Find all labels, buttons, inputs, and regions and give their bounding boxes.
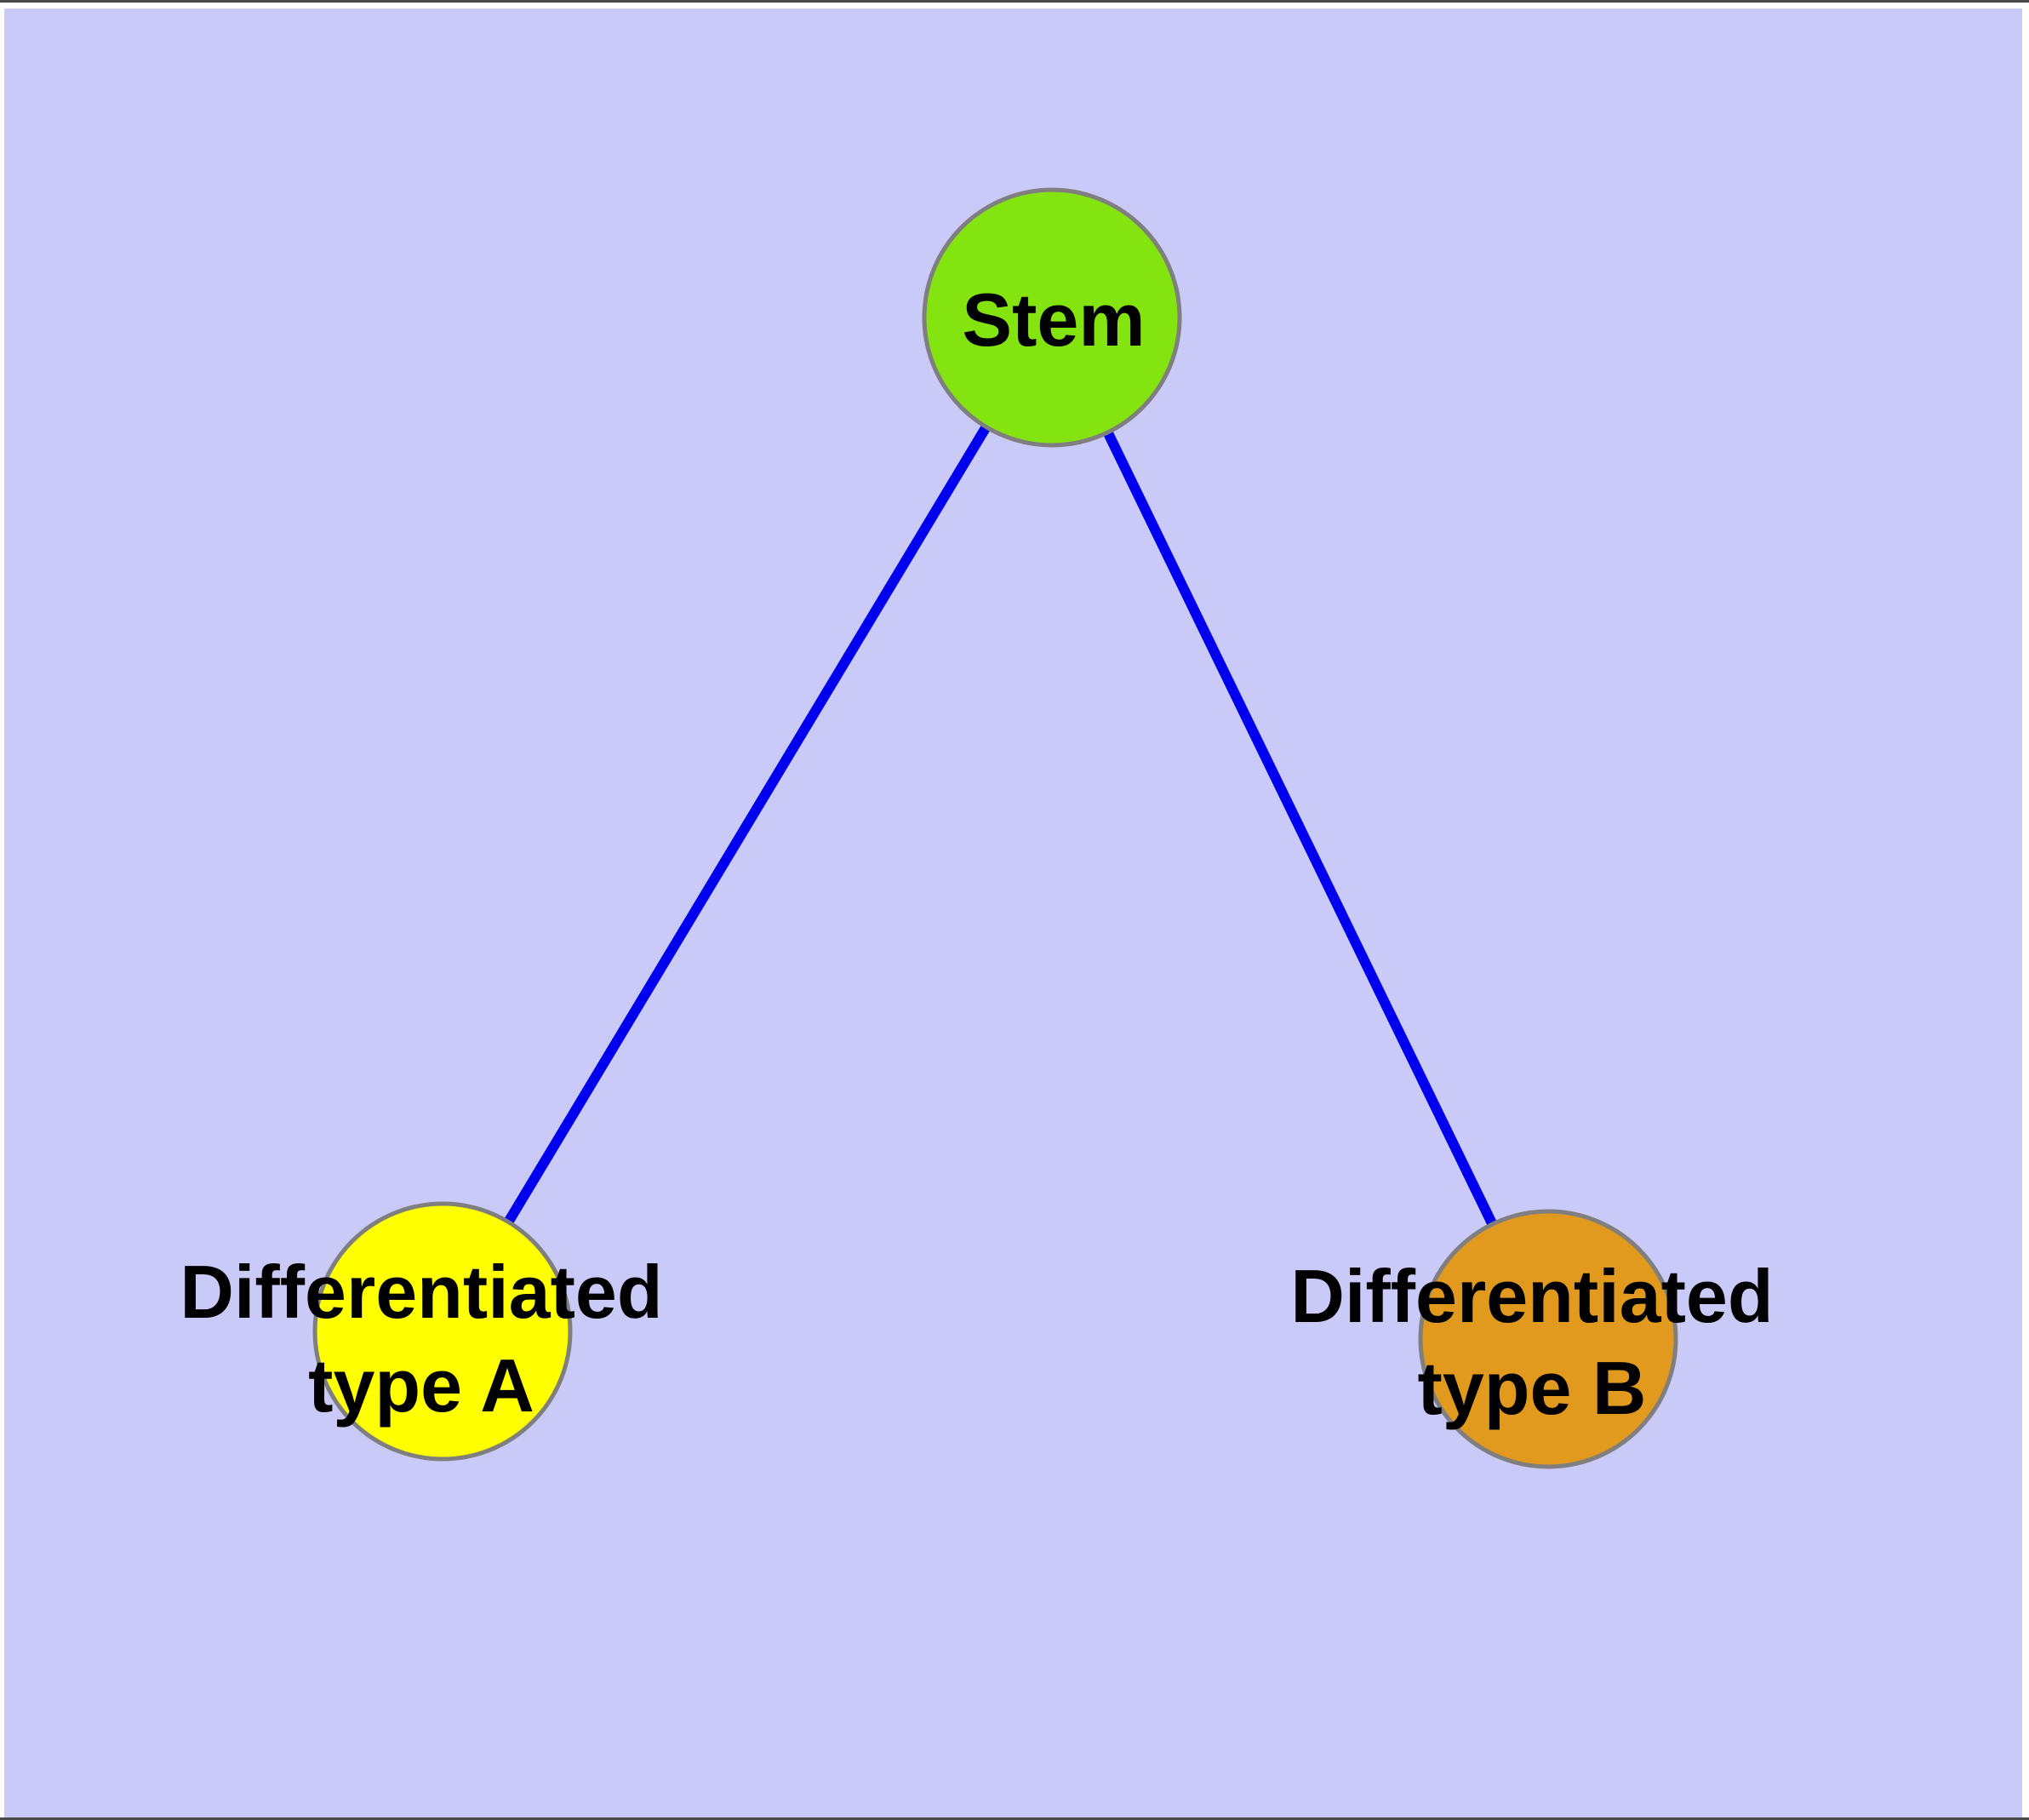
node-stem-circle [922, 187, 1182, 448]
node-stem-label: Stem [962, 278, 1145, 362]
node-type-a-label-line1: Differentiated [180, 1250, 662, 1334]
edge-stem-to-type-b [1047, 315, 1553, 1342]
bottom-hairline [0, 1817, 2029, 1820]
node-type-b-label-line2: type B [1418, 1346, 1647, 1430]
node-type-b-circle [1418, 1209, 1678, 1469]
node-type-a-circle [312, 1201, 573, 1462]
edge-stem-to-type-a [437, 314, 1057, 1335]
node-type-b-label-line1: Differentiated [1290, 1254, 1773, 1338]
node-type-a-label-line2: type A [308, 1343, 534, 1428]
top-hairline [0, 0, 2029, 3]
